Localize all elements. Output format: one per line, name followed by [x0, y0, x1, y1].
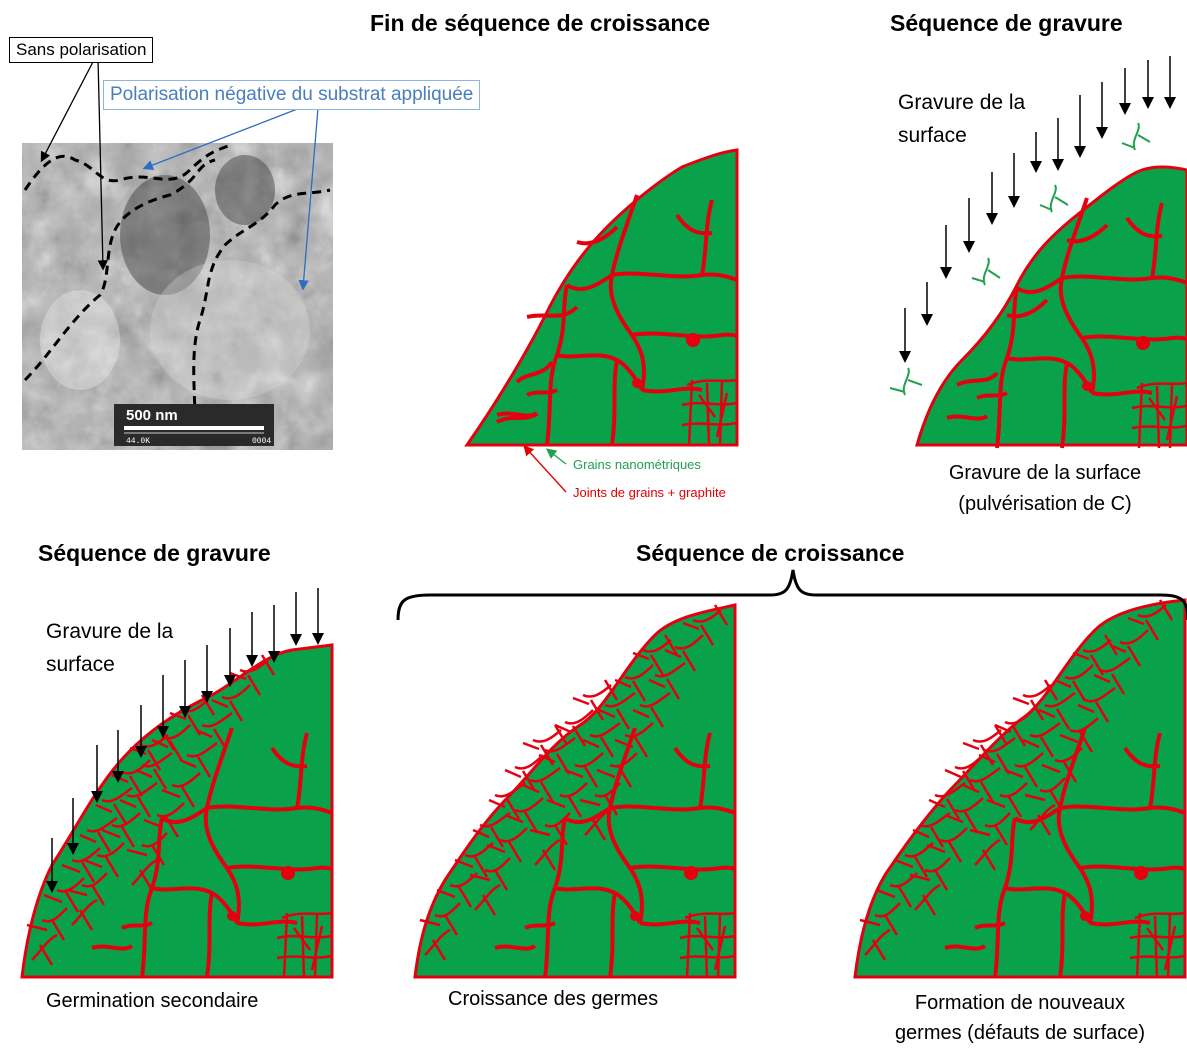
- gravure-surface-label-bottom: Gravure de la surface: [46, 620, 174, 676]
- scale-bar: [124, 426, 264, 430]
- legend-grains: Grains nanométriques: [573, 457, 701, 472]
- caption-croissance-germes: Croissance des germes: [448, 988, 659, 1010]
- title-gravure-bottom: Séquence de gravure: [38, 540, 271, 566]
- croissance-brace: [396, 569, 1187, 621]
- title-croissance: Séquence de croissance: [636, 540, 905, 566]
- polarisation-negative-label: Polarisation négative du substrat appliq…: [103, 80, 481, 110]
- grains-panel-germination: [20, 643, 334, 980]
- etch-arrows-bottom: [46, 588, 324, 893]
- sans-polarisation-label: Sans polarisation: [9, 37, 154, 63]
- legend-joints: Joints de grains + graphite: [573, 485, 726, 500]
- scale-bar-label: 500 nm: [126, 407, 178, 424]
- legend-arrows: [523, 445, 567, 493]
- title-gravure-top: Séquence de gravure: [890, 10, 1123, 36]
- scale-info-left: 44.0K: [126, 437, 150, 446]
- grains-panel-nouveaux-germes: [853, 598, 1187, 980]
- caption-germination: Germination secondaire: [46, 990, 259, 1012]
- grains-panel-croissance-germes: [413, 603, 737, 980]
- etch-arrows-top: [899, 56, 1176, 363]
- gravure-surface-label-top: Gravure de la surface: [898, 91, 1026, 147]
- scale-bar-box: [114, 404, 274, 446]
- grains-panel-fin-croissance: [464, 148, 739, 447]
- tem-micrograph: 500 nm 44.0K 0004: [22, 143, 333, 450]
- caption-nouveaux-germes: Formation de nouveaux germes (défauts de…: [894, 992, 1146, 1044]
- scale-info-right: 0004: [252, 437, 271, 446]
- title-fin-croissance: Fin de séquence de croissance: [370, 10, 711, 36]
- caption-gravure-pulverisation: Gravure de la surface (pulvérisation de …: [948, 462, 1142, 515]
- sputtered-carbon: [889, 122, 1151, 396]
- grains-panel-gravure-top: [915, 165, 1187, 450]
- callout-arrows: [40, 57, 319, 291]
